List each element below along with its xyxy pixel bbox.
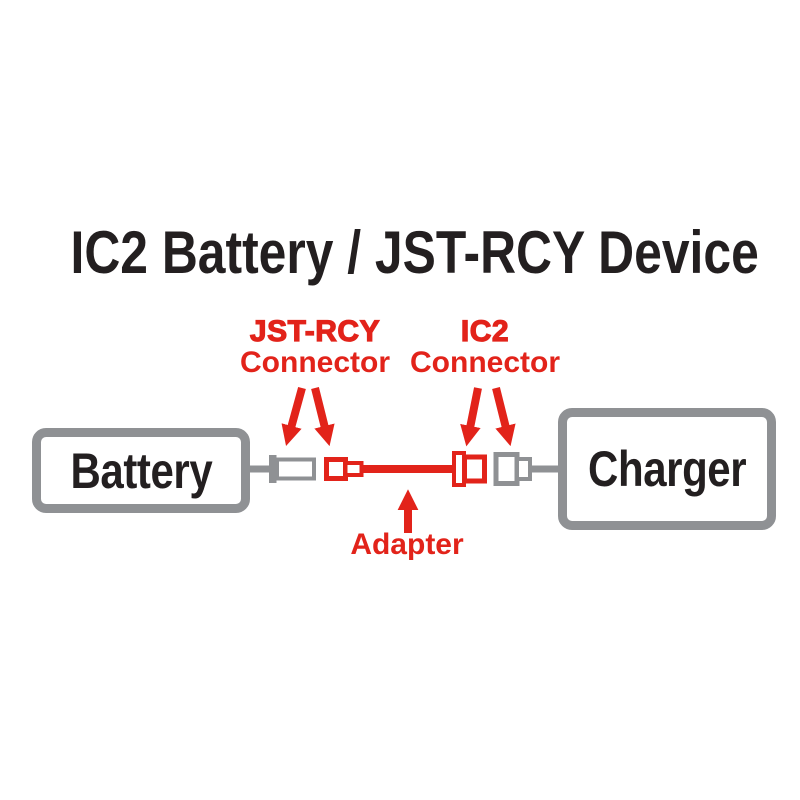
jst-rcy-connector-callout: JST-RCY Connector — [195, 315, 435, 379]
charger-lead — [493, 452, 566, 486]
jst-rcy-plug-housing — [324, 457, 348, 481]
battery-connector-flange — [269, 455, 277, 483]
charger-connector-housing — [493, 452, 520, 486]
ic2-down-arrow-icon-right — [492, 387, 516, 447]
charger-label: Charger — [587, 441, 747, 497]
jst-rcy-down-arrow-icon-left — [281, 386, 306, 447]
charger-connector-nub — [515, 457, 532, 481]
ic2-callout-line2: Connector — [410, 346, 560, 379]
battery-label: Battery — [70, 442, 212, 499]
jst-rcy-arrows — [281, 386, 335, 447]
battery-box: Battery — [32, 428, 250, 513]
battery-connector-barrel — [275, 457, 316, 481]
charger-box: Charger — [558, 408, 776, 530]
ic2-plug-housing — [462, 454, 487, 484]
jst-rcy-callout-line1: JST-RCY — [249, 315, 381, 348]
page-title: IC2 Battery / JST-RCY Device — [0, 221, 800, 285]
ic2-arrows — [460, 387, 516, 447]
jst-rcy-callout-line2: Connector — [240, 346, 390, 379]
battery-lead — [246, 455, 316, 483]
ic2-callout-line1: IC2 — [460, 315, 510, 348]
ic2-down-arrow-icon-left — [460, 387, 482, 447]
jst-rcy-plug-nub — [343, 461, 364, 477]
jst-rcy-down-arrow-icon-right — [311, 387, 335, 447]
ic2-connector-callout: IC2 Connector — [365, 315, 605, 379]
page-title-text: IC2 Battery / JST-RCY Device — [70, 219, 759, 286]
adapter-callout: Adapter — [350, 528, 464, 561]
adapter-assembly — [324, 451, 487, 487]
ic2-plug-latch — [452, 451, 466, 487]
